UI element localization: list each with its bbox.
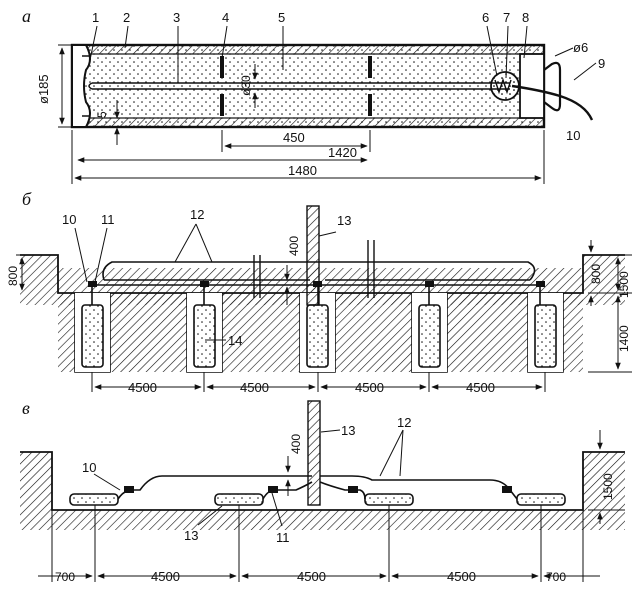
left-end-cap [71,44,91,128]
callouts-v: 10 11 12 13 13 [82,415,411,545]
heaters-v [69,493,566,506]
riser-pipe-v [307,400,321,506]
callout-v-11: 11 [276,530,290,545]
section-label-b: б [22,189,32,209]
lifting-handle [543,61,562,112]
dim-b-span-4: 4500 [466,380,495,395]
callout-a-2: 2 [123,10,130,25]
callout-b-10: 10 [62,212,76,227]
callout-b-14: 14 [228,333,242,348]
dim-a-30: ø30 [239,75,253,96]
dimensions-v [38,430,625,582]
riser-pipe-b [306,205,320,306]
dim-v-400: 400 [289,434,303,454]
dimensions-b [16,240,632,392]
dim-b-1500: 1500 [617,271,631,298]
callout-a-5: 5 [278,10,285,25]
dim-v-span-2: 4500 [297,569,326,584]
dim-a-450: 450 [283,130,305,145]
dim-a-1480: 1480 [288,163,317,178]
callout-a-1: 1 [92,10,99,25]
casing-wall-top [71,44,545,55]
section-a-heater: а 1 2 3 [22,6,605,184]
callout-b-13: 13 [337,213,351,228]
section-b-vertical: б [6,189,632,395]
trench-outline-v [20,451,625,511]
casing-wall-bottom [71,117,545,128]
callout-a-10: 10 [566,128,580,143]
dim-a-185: ø185 [36,74,51,104]
heaters-b [81,304,557,368]
dim-a-1420: 1420 [328,145,357,160]
section-v-horizontal: в 10 11 [20,398,625,584]
heater-casing [70,43,546,129]
dim-b-800-left: 800 [6,266,20,286]
callout-b-12: 12 [190,207,204,222]
dimensions-a [58,44,574,184]
dim-b-400: 400 [287,236,301,256]
dim-v-700-right: 700 [546,570,566,584]
callout-v-10: 10 [82,460,96,475]
spacer-discs [220,56,372,116]
section-label-a: а [22,6,31,26]
dim-b-800-right: 800 [589,264,603,284]
callout-a-6: 6 [482,10,489,25]
dim-a-5: 5 [95,111,109,118]
callout-a-3: 3 [173,10,180,25]
dim-v-span-1: 4500 [151,569,180,584]
dim-b-span-1: 4500 [128,380,157,395]
callouts-b: 10 11 12 13 14 [62,207,351,348]
callout-v-13-lower: 13 [184,528,198,543]
dim-v-700-left: 700 [55,570,75,584]
callout-a-4: 4 [222,10,229,25]
dim-a-6: ø6 [573,40,588,55]
callouts-a: 1 2 3 4 5 6 7 8 9 10 [89,10,605,143]
callout-v-13-upper: 13 [341,423,355,438]
dim-v-span-3: 4500 [447,569,476,584]
callout-b-11: 11 [101,212,115,227]
lead-wire [511,84,594,121]
dim-b-1400: 1400 [617,325,631,352]
callout-v-12: 12 [397,415,411,430]
dim-v-1500: 1500 [601,473,615,500]
section-label-v: в [22,398,30,418]
dim-b-span-2: 4500 [240,380,269,395]
callout-a-8: 8 [522,10,529,25]
dim-b-span-3: 4500 [355,380,384,395]
callout-a-7: 7 [503,10,510,25]
callout-a-9: 9 [598,56,605,71]
